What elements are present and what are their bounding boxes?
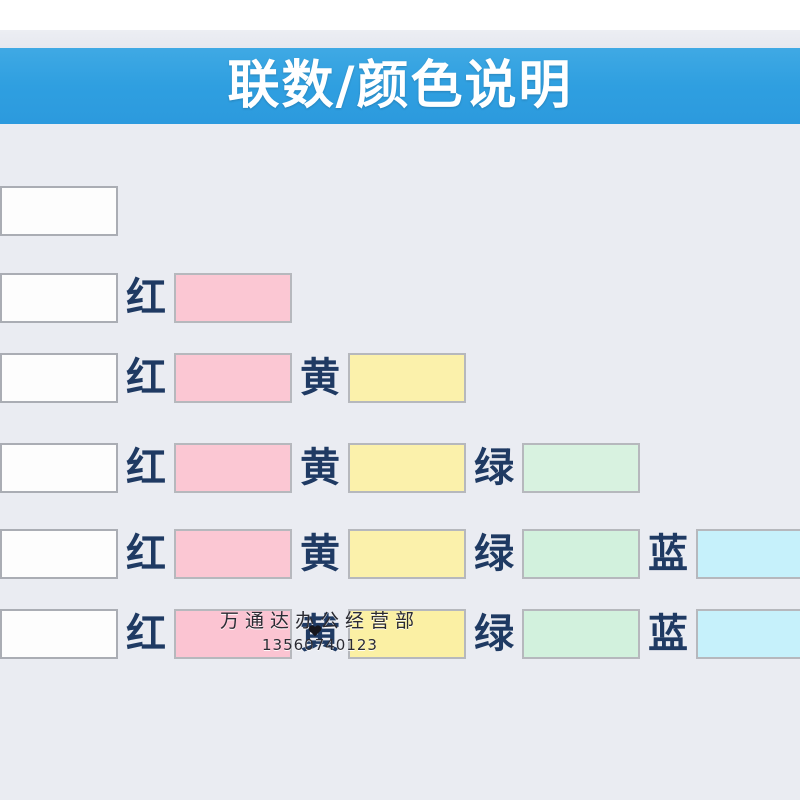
ply-box-white: [0, 186, 118, 236]
color-name-label: 绿: [474, 445, 514, 491]
ply-box-white: [0, 529, 118, 579]
color-swatch: [348, 529, 466, 579]
header-banner: 联数/颜色说明: [0, 48, 800, 124]
color-swatch: [174, 273, 292, 323]
ply-row: 红: [0, 272, 292, 324]
color-name-label: 绿: [474, 611, 514, 657]
color-name-label: 黄: [300, 611, 340, 657]
color-swatch: [174, 529, 292, 579]
color-swatch: [174, 353, 292, 403]
ply-row: 红黄绿蓝: [0, 528, 800, 580]
color-name-label: 红: [126, 611, 166, 657]
color-swatch: [696, 529, 800, 579]
color-name-label: 绿: [474, 531, 514, 577]
color-name-label: 蓝: [648, 531, 688, 577]
color-swatch: [522, 443, 640, 493]
color-name-label: 黄: [300, 531, 340, 577]
color-name-label: 红: [126, 445, 166, 491]
page-title: 联数/颜色说明: [227, 56, 573, 116]
color-swatch: [174, 443, 292, 493]
color-swatch: [696, 609, 800, 659]
top-white-strip: [0, 0, 800, 30]
color-swatch: [348, 353, 466, 403]
ply-box-white: [0, 273, 118, 323]
pre-banner-band: [0, 30, 800, 48]
color-name-label: 红: [126, 355, 166, 401]
ply-box-white: [0, 443, 118, 493]
ply-box-white: [0, 353, 118, 403]
color-name-label: 蓝: [648, 611, 688, 657]
ply-row: 红黄绿蓝: [0, 608, 800, 660]
color-swatch: [522, 609, 640, 659]
ply-row: 红黄: [0, 352, 466, 404]
color-name-label: 黄: [300, 355, 340, 401]
color-swatch: [522, 529, 640, 579]
color-swatch: [348, 609, 466, 659]
heart-cursor-icon: [308, 625, 322, 637]
color-swatch: [348, 443, 466, 493]
color-name-label: 黄: [300, 445, 340, 491]
color-name-label: 红: [126, 275, 166, 321]
ply-box-white: [0, 609, 118, 659]
ply-row: 红黄绿: [0, 442, 640, 494]
color-name-label: 红: [126, 531, 166, 577]
color-swatch: [174, 609, 292, 659]
ply-row: [0, 185, 118, 237]
